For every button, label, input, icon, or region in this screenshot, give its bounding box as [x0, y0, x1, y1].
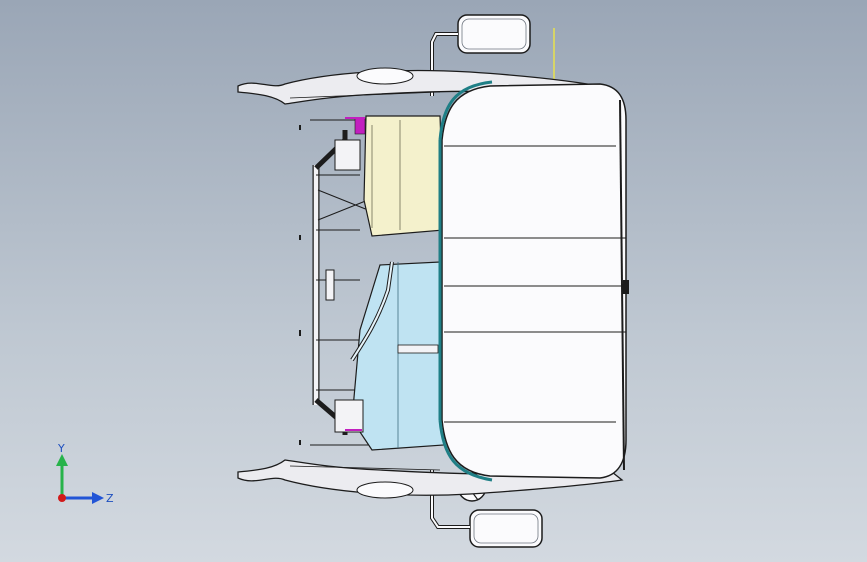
axis-triad: Y Z [56, 442, 114, 505]
tank [334, 261, 445, 451]
cab [438, 80, 629, 482]
top-mirror [430, 14, 531, 96]
y-arrow-icon [56, 454, 68, 466]
triad-z-label: Z [106, 492, 114, 505]
engine-block [334, 115, 445, 237]
chassis-frame [299, 119, 440, 446]
bottom-fender [237, 459, 624, 499]
z-arrow-icon [92, 492, 104, 504]
triad-y-label: Y [57, 442, 65, 455]
origin-dot [58, 494, 66, 502]
top-fender [237, 67, 612, 105]
